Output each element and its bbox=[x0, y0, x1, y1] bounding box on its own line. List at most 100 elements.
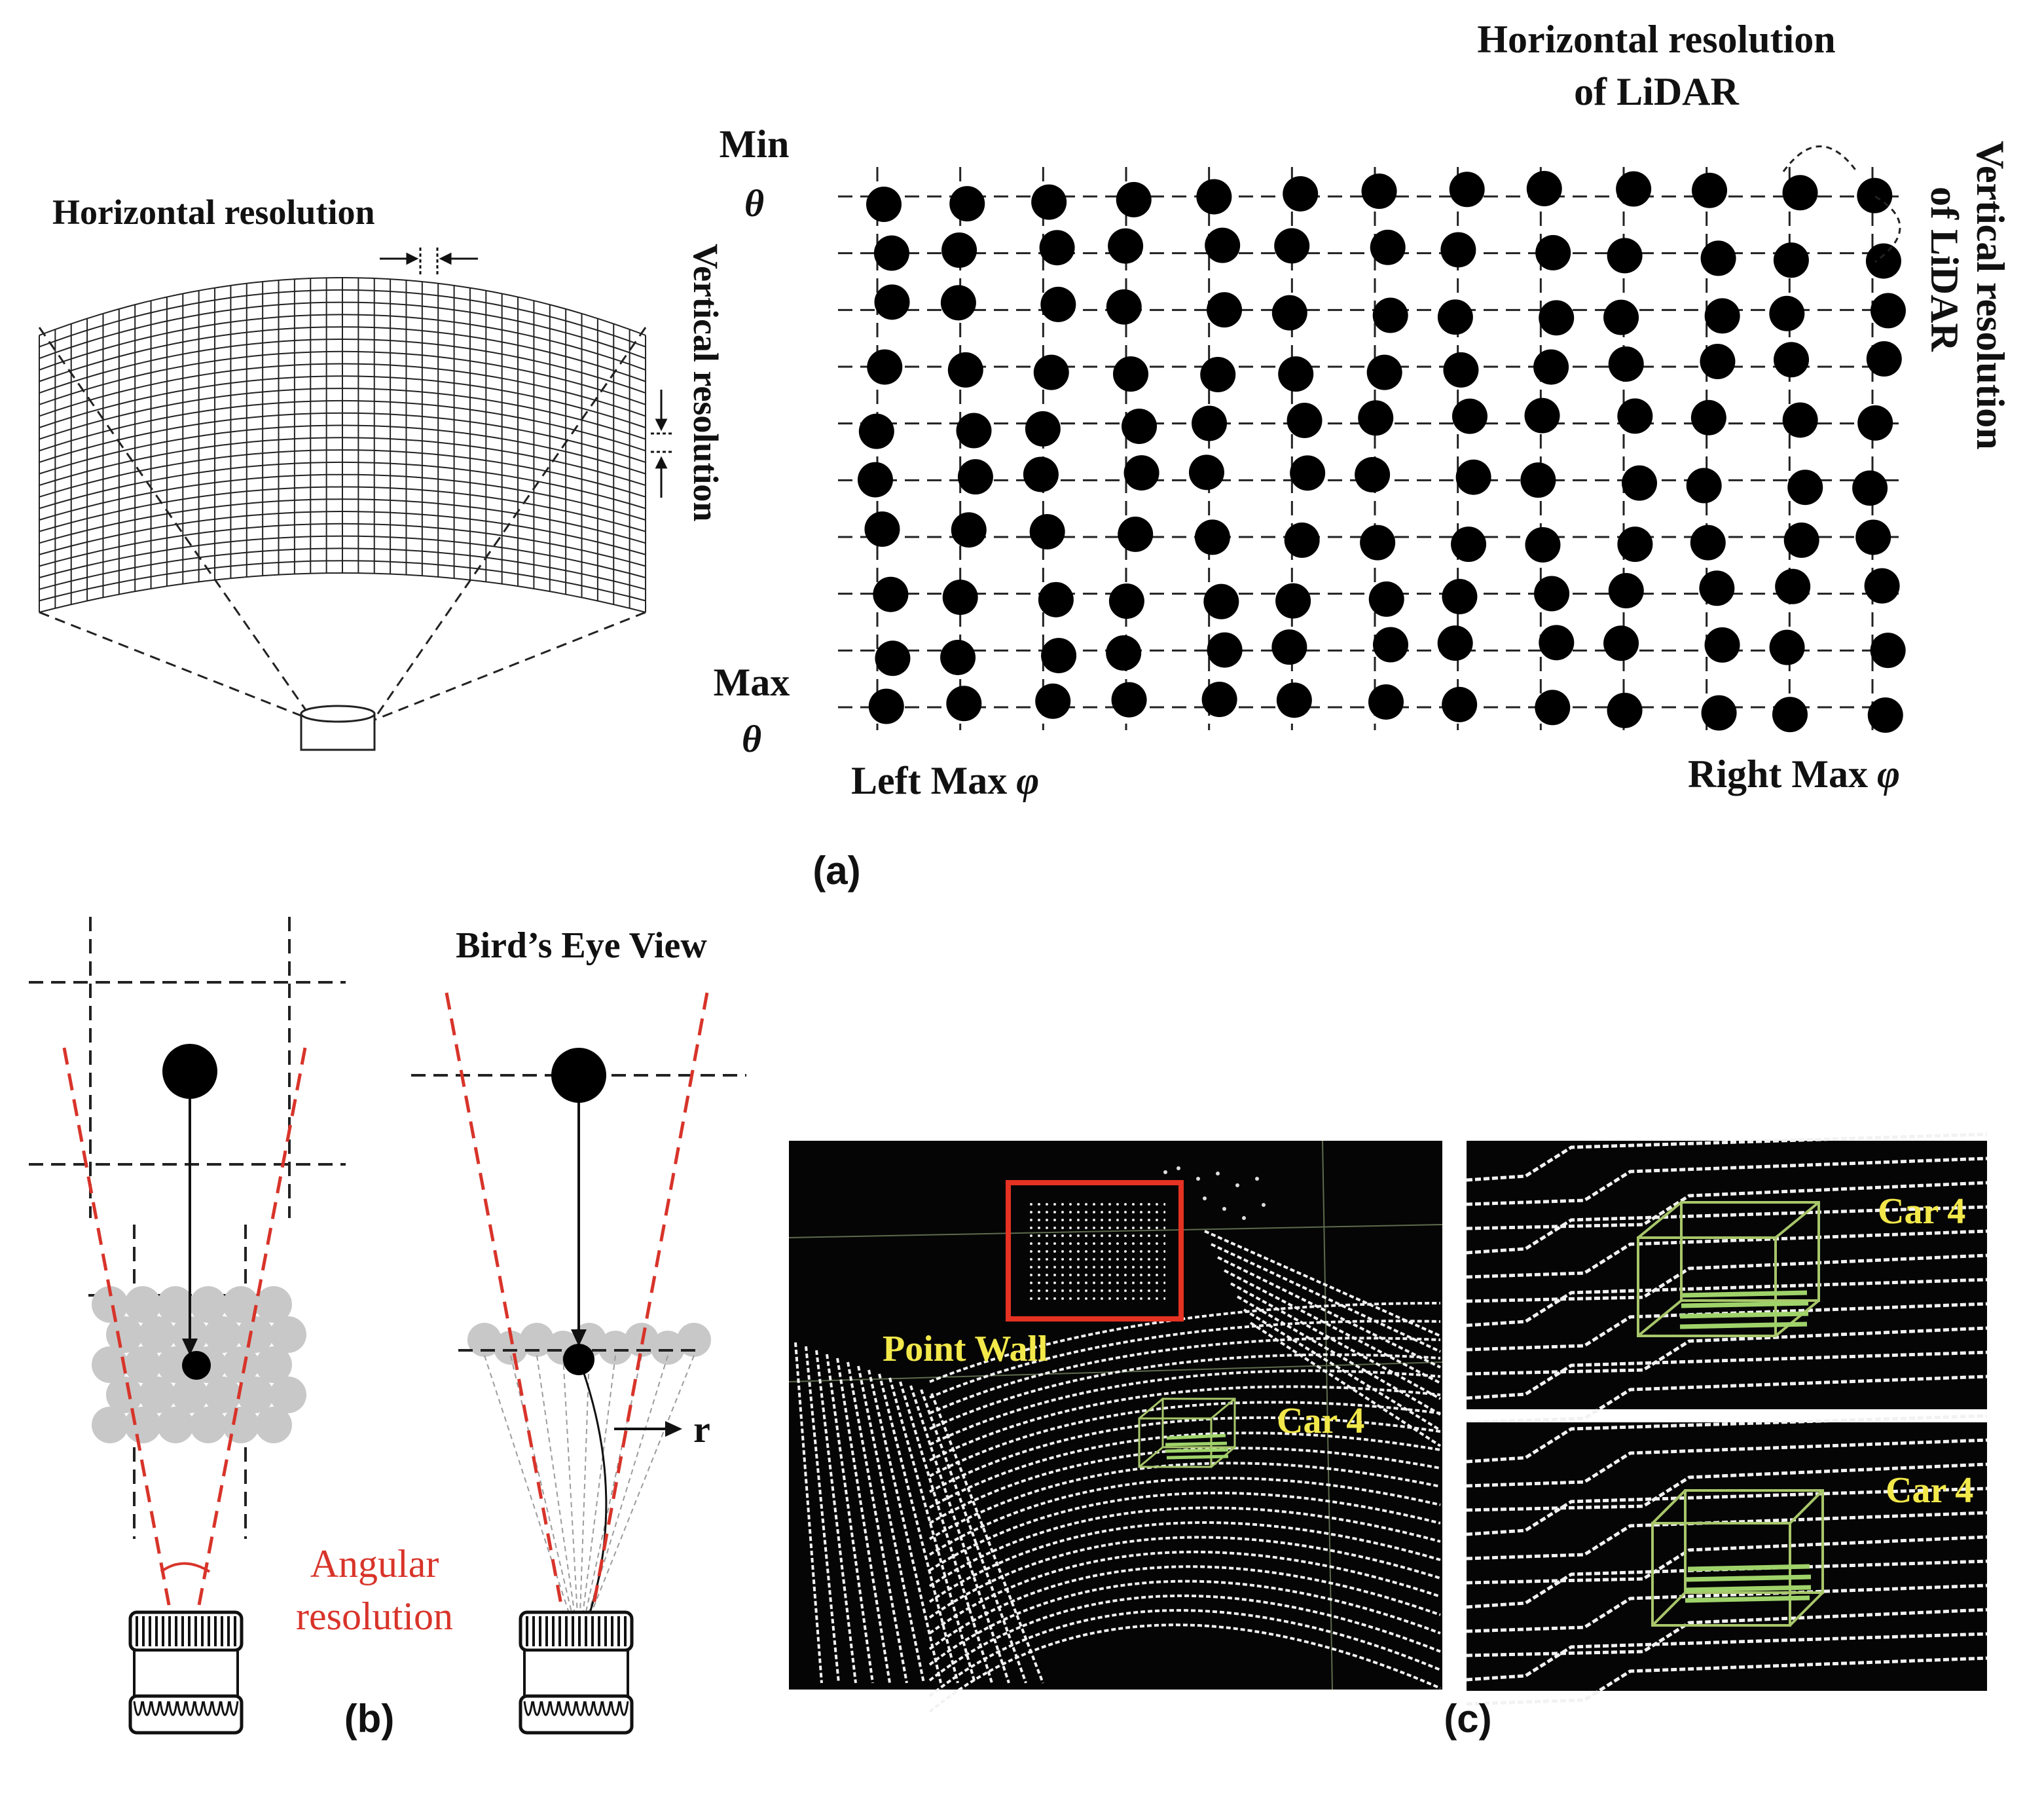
main-car-4-label: Car 4 bbox=[1277, 1401, 1364, 1441]
panel-a-caption: (a) bbox=[812, 849, 860, 893]
lidar-point bbox=[1111, 682, 1147, 718]
lidar-point bbox=[1116, 181, 1152, 217]
ray-line bbox=[582, 1355, 616, 1616]
lidar-point bbox=[1603, 299, 1639, 335]
gray-point bbox=[223, 1346, 259, 1383]
gray-point bbox=[520, 1323, 554, 1357]
lidar-point bbox=[947, 352, 983, 388]
lidar-point bbox=[1857, 177, 1893, 213]
zoom-bottom-car-label: Car 4 bbox=[1886, 1470, 1973, 1511]
grid-row-line bbox=[39, 498, 646, 544]
lidar-point bbox=[1774, 342, 1810, 378]
horizontal-spacing-arc bbox=[1782, 145, 1858, 172]
gray-point bbox=[124, 1407, 161, 1443]
point-wall-scatter bbox=[1163, 1166, 1266, 1220]
lidar-point bbox=[1443, 352, 1479, 388]
scan-line bbox=[867, 1369, 942, 1684]
scan-line bbox=[1466, 1326, 1988, 1376]
gray-point bbox=[190, 1407, 227, 1443]
lidar-point bbox=[1782, 175, 1818, 211]
lidar-point bbox=[864, 511, 900, 547]
scan-line bbox=[899, 1381, 993, 1684]
scan-line bbox=[928, 1580, 1441, 1666]
lidar-point bbox=[1440, 232, 1476, 268]
lidar-point bbox=[1608, 346, 1644, 382]
grid-row-line bbox=[39, 523, 646, 567]
scan-line bbox=[929, 1385, 1441, 1462]
gray-point bbox=[139, 1377, 175, 1413]
sensor-bottom-tooth bbox=[220, 1701, 230, 1716]
scan-line bbox=[909, 1385, 1010, 1684]
lidar-point bbox=[1123, 455, 1159, 491]
gray-point bbox=[139, 1316, 175, 1353]
gray-point bbox=[157, 1346, 194, 1383]
scan-line bbox=[1466, 1608, 1988, 1657]
scan-line bbox=[929, 1353, 1441, 1430]
grid-row-line bbox=[39, 510, 646, 555]
sensor-bottom-tooth bbox=[541, 1701, 551, 1716]
sensor-bottom-tooth bbox=[619, 1701, 629, 1716]
scan-line bbox=[1466, 1132, 1988, 1182]
gray-point bbox=[223, 1407, 259, 1443]
lidar-point bbox=[1617, 527, 1653, 563]
min-theta-symbol: θ bbox=[744, 182, 764, 225]
gray-point bbox=[106, 1377, 143, 1413]
lidar-sensor-icon bbox=[128, 1610, 244, 1735]
lidar-point bbox=[1870, 633, 1906, 669]
lidar-point bbox=[941, 232, 977, 268]
lidar-point bbox=[866, 187, 902, 222]
ray-line bbox=[536, 1355, 575, 1616]
sensor-bottom-tooth bbox=[601, 1701, 611, 1716]
lidar-point bbox=[873, 235, 909, 271]
lidar-point bbox=[1539, 300, 1575, 336]
scan-line bbox=[826, 1354, 874, 1684]
lidar-point bbox=[1370, 229, 1406, 265]
ray-line bbox=[585, 1355, 642, 1616]
left-max-text: Left Max bbox=[851, 759, 1007, 802]
grid-row-line bbox=[39, 437, 646, 487]
scan-line bbox=[928, 1594, 1441, 1682]
sensor-bottom-tooth bbox=[159, 1701, 170, 1716]
vertical-resolution-arrows bbox=[651, 390, 674, 498]
lidar-point bbox=[1608, 573, 1644, 609]
scan-line bbox=[920, 1389, 1027, 1684]
gray-point bbox=[172, 1377, 208, 1413]
scan-line bbox=[1224, 1269, 1441, 1384]
sensor-top-band bbox=[128, 1610, 244, 1652]
scan-line bbox=[928, 1623, 1441, 1713]
zoom-bottom-scan-lines bbox=[1466, 1414, 1988, 1706]
zoom-top-car-label: Car 4 bbox=[1878, 1191, 1965, 1232]
point-wall-label: Point Wall bbox=[883, 1329, 1048, 1369]
gray-point bbox=[255, 1286, 292, 1323]
grid-row-line bbox=[39, 461, 646, 509]
scan-line bbox=[1466, 1181, 1988, 1230]
scan-line bbox=[929, 1302, 1441, 1383]
zoom-bottom-car-points bbox=[1685, 1564, 1812, 1603]
lidar-point bbox=[1772, 697, 1808, 733]
scan-line bbox=[1466, 1414, 1988, 1464]
lidar-point bbox=[949, 186, 985, 222]
grid-title-line2: of LiDAR bbox=[1574, 70, 1739, 113]
lidar-point bbox=[1038, 582, 1074, 618]
lidar-point bbox=[1442, 579, 1478, 615]
sensor-bottom-tooth bbox=[584, 1701, 594, 1716]
zoom-top-car-box bbox=[1637, 1201, 1820, 1337]
lidar-point bbox=[873, 576, 909, 612]
lidar-point-grid-diagram: Horizontal resolution of LiDAR Vertical … bbox=[714, 18, 2012, 802]
vertical-spacing-arc bbox=[1874, 195, 1901, 263]
lidar-point bbox=[1025, 411, 1061, 447]
scan-line bbox=[1466, 1632, 1988, 1682]
scan-line bbox=[888, 1377, 976, 1684]
lidar-point bbox=[1108, 583, 1144, 619]
lidar-point bbox=[1526, 171, 1562, 207]
grid-row-line bbox=[39, 560, 646, 602]
scan-line bbox=[857, 1365, 925, 1684]
scan-line bbox=[928, 1550, 1441, 1635]
lidar-point bbox=[957, 459, 993, 495]
lidar-point bbox=[1355, 456, 1391, 492]
gray-point bbox=[204, 1377, 241, 1413]
point-wall-dots bbox=[1028, 1198, 1165, 1303]
bev-angular-lines bbox=[445, 992, 709, 1616]
scan-line bbox=[1466, 1375, 1988, 1424]
lidar-point bbox=[1118, 516, 1154, 552]
